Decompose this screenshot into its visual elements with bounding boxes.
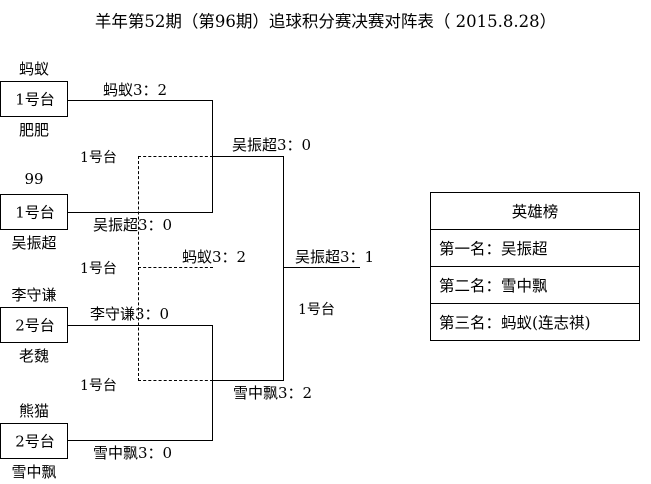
table-row: 第一名：吴振超 xyxy=(430,229,640,267)
sf1-result: 吴振超3：0 xyxy=(232,136,312,154)
qf1-table-label: 1号台 xyxy=(15,90,55,109)
sf2-join-line xyxy=(212,325,213,441)
qf2-match-box[interactable]: 1号台 xyxy=(0,194,68,230)
third-place-upper-line xyxy=(138,156,213,157)
third-place-lower-line xyxy=(138,380,213,381)
third-place-venue: 1号台 xyxy=(80,261,117,277)
third-place-result: 蚂蚁3：2 xyxy=(182,248,247,266)
third-place-join-line xyxy=(138,156,139,381)
sf2-result: 雪中飘3：2 xyxy=(233,384,313,402)
qf4-table-label: 2号台 xyxy=(15,432,55,451)
sf2-lower-venue: 1号台 xyxy=(80,378,117,394)
table-row: 第二名：雪中飘 xyxy=(430,266,640,304)
qf4-bottom-player: 雪中飘 xyxy=(11,463,57,481)
qf4-match-box[interactable]: 2号台 xyxy=(0,423,68,459)
sf1-out-line xyxy=(212,156,283,157)
qf3-match-box[interactable]: 2号台 xyxy=(0,307,68,343)
qf3-bottom-player: 老魏 xyxy=(18,347,49,365)
hero-board-rank-3: 第三名：蚂蚁(连志祺) xyxy=(430,303,640,341)
hero-board-table: 英雄榜 第一名：吴振超 第二名：雪中飘 第三名：蚂蚁(连志祺) xyxy=(430,192,640,341)
qf3-result: 李守谦3：0 xyxy=(90,305,170,323)
qf2-result: 吴振超3：0 xyxy=(93,216,173,234)
qf1-match-box[interactable]: 1号台 xyxy=(0,81,68,117)
qf4-result: 雪中飘3：0 xyxy=(93,444,173,462)
qf2-top-player: 99 xyxy=(24,170,44,188)
qf1-top-player: 蚂蚁 xyxy=(18,60,49,78)
hero-board-rank-1: 第一名：吴振超 xyxy=(430,229,640,267)
qf4-out-line xyxy=(68,440,213,441)
final-out-line xyxy=(283,267,360,268)
qf3-top-player: 李守谦 xyxy=(11,286,57,304)
qf1-out-line xyxy=(68,100,213,101)
qf2-bottom-player: 吴振超 xyxy=(11,234,57,252)
qf3-out-line xyxy=(68,325,213,326)
hero-board-title-row: 英雄榜 xyxy=(430,192,640,230)
page-title: 羊年第52期（第96期）追球积分赛决赛对阵表（ 2015.8.28） xyxy=(94,12,557,31)
qf4-top-player: 熊猫 xyxy=(18,402,49,420)
final-join-line xyxy=(283,156,284,381)
final-result: 吴振超3：1 xyxy=(295,248,375,266)
sf2-out-line xyxy=(212,380,283,381)
final-venue: 1号台 xyxy=(298,302,335,318)
sf1-upper-venue: 1号台 xyxy=(80,150,117,166)
qf2-table-label: 1号台 xyxy=(15,203,55,222)
qf1-bottom-player: 肥肥 xyxy=(18,121,49,139)
hero-board-title: 英雄榜 xyxy=(430,192,640,230)
qf1-result: 蚂蚁3：2 xyxy=(103,81,168,99)
table-row: 第三名：蚂蚁(连志祺) xyxy=(430,303,640,341)
hero-board-rank-2: 第二名：雪中飘 xyxy=(430,266,640,304)
qf3-table-label: 2号台 xyxy=(15,316,55,335)
third-place-out-line xyxy=(138,267,213,268)
qf2-out-line xyxy=(68,212,213,213)
